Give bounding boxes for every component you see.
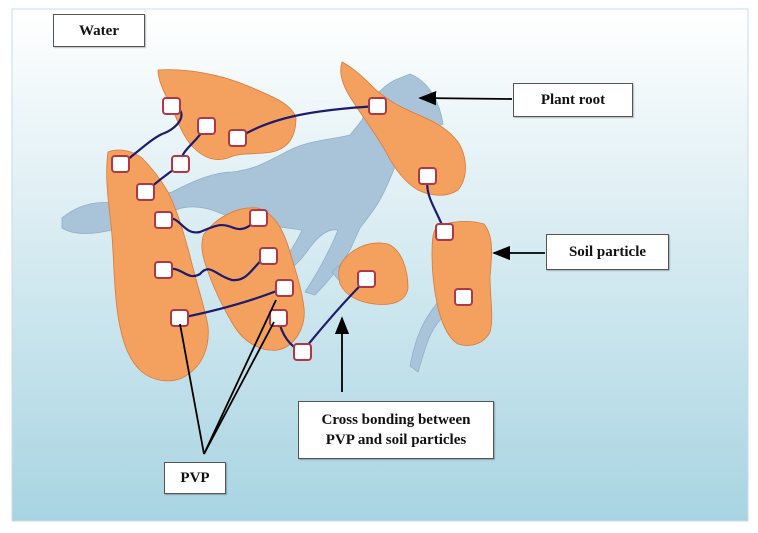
pvp-bond-10 <box>154 261 173 279</box>
pvp-bond-14 <box>269 309 288 327</box>
cross-bonding-label: Cross bonding between PVP and soil parti… <box>298 401 494 459</box>
soil-particle-root-zone <box>340 61 466 196</box>
water-label: Water <box>53 14 145 47</box>
pvp-pointer-right <box>203 299 277 455</box>
pvp-bond-15 <box>293 343 312 361</box>
pvp-bond-2 <box>197 117 216 135</box>
callout-arrows <box>179 90 545 455</box>
pvp-bond-12 <box>275 279 294 297</box>
plant-root-label: Plant root <box>513 83 633 117</box>
soil-particle-label: Soil particle <box>546 234 669 270</box>
pvp-chain-1 <box>120 104 183 166</box>
pvp-chain-7 <box>178 286 286 320</box>
soil-particle-right <box>431 220 493 346</box>
cross-bonding-label-line2: PVP and soil particles <box>325 432 467 448</box>
pvp-bond-17 <box>418 167 437 185</box>
pvp-pointer-right-2 <box>203 321 275 455</box>
pvp-chain-4 <box>236 104 380 140</box>
pvp-bond-6 <box>136 183 155 201</box>
pvp-bond-11 <box>259 247 278 265</box>
pvp-bond-16 <box>357 270 376 288</box>
pvp-bond-1 <box>162 97 181 115</box>
plant-root-arrow <box>418 90 513 106</box>
pvp-bond-4 <box>111 155 130 173</box>
pvp-chain-6 <box>162 254 270 282</box>
pvp-bond-19 <box>454 288 473 306</box>
cross-bonding-label-line1: Cross bonding between <box>321 412 471 428</box>
pvp-bond-7 <box>368 97 387 115</box>
pvp-label: PVP <box>164 462 226 494</box>
pvp-bond-18 <box>435 223 454 241</box>
pvp-chain-5 <box>162 216 260 234</box>
pvp-bond-5 <box>171 155 190 173</box>
pvp-bond-9 <box>249 209 268 227</box>
pvp-bond-8 <box>154 211 173 229</box>
pvp-bond-boxes <box>111 97 473 361</box>
pvp-bond-13 <box>170 309 189 327</box>
pvp-bond-3 <box>228 129 247 147</box>
pvp-pointer-left <box>179 323 205 455</box>
